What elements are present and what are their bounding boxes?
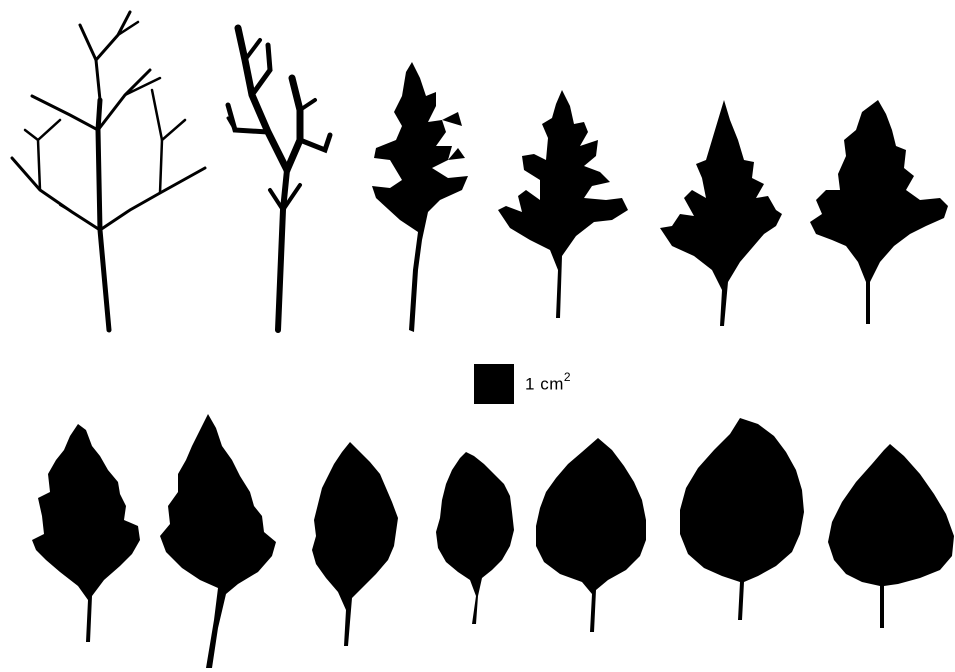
scale-square	[474, 364, 514, 404]
scale-value: 1	[525, 375, 535, 394]
scale-exponent: 2	[564, 370, 571, 384]
scale-unit: cm	[540, 375, 564, 394]
scale-label: 1 cm2	[525, 372, 571, 395]
